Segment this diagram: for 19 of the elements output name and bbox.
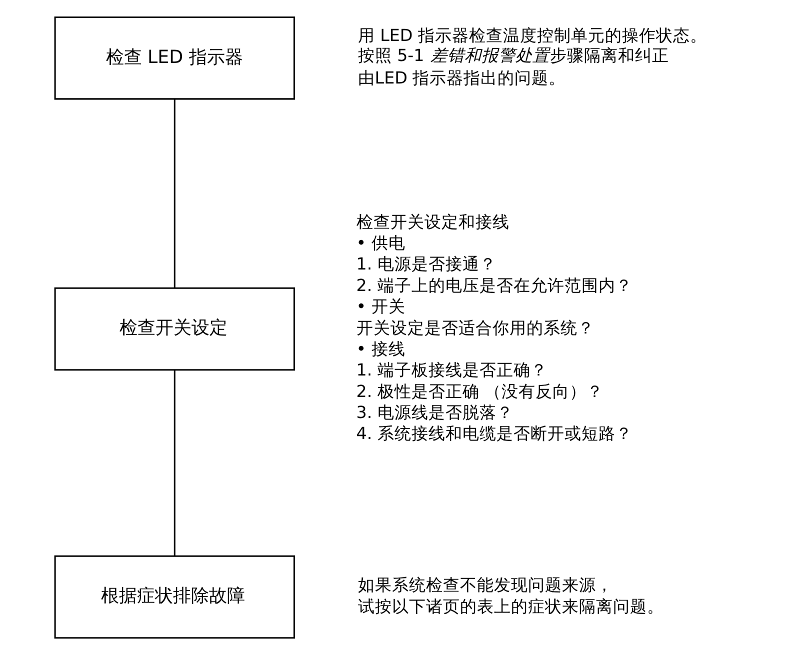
node-label: 开关设定是否适合你用的系统？ — [356, 318, 594, 338]
node-label: 1. 电源是否接通？ — [356, 254, 496, 274]
node-label: 1. 端子板接线是否正确？ — [356, 360, 548, 380]
node-box: 检查开关设定 — [54, 287, 295, 371]
node-label: • 开关 — [356, 297, 406, 316]
node-label: 2. 端子上的电压是否在允许范围内？ — [356, 276, 632, 295]
connector — [174, 99, 176, 288]
node-label: 3. 电源线是否脱落？ — [356, 403, 514, 422]
node-box: 根据症状排除故障 — [54, 555, 295, 639]
connector — [174, 370, 176, 556]
node-label: • 接线 — [356, 339, 406, 358]
node-label: • 供电 — [356, 233, 406, 252]
node-label: 2. 极性是否正确 （没有反向）？ — [356, 382, 604, 401]
node-label: 检查开关设定和接线 — [356, 212, 510, 232]
node-label: 如果系统检查不能发现问题来源，试按以下诸页的表上的症状来隔离问题。 — [358, 576, 664, 616]
node-box: 检查 LED 指示器 — [54, 16, 295, 100]
node-label: 用 LED 指示器检查温度控制单元的操作状态。 — [358, 26, 707, 46]
node-label: 按照 5-1 差错和报警处置步骤隔离和纠正由LED 指示器指出的问题。 — [358, 46, 670, 88]
node-label: 4. 系统接线和电缆是否断开或短路？ — [356, 424, 632, 444]
